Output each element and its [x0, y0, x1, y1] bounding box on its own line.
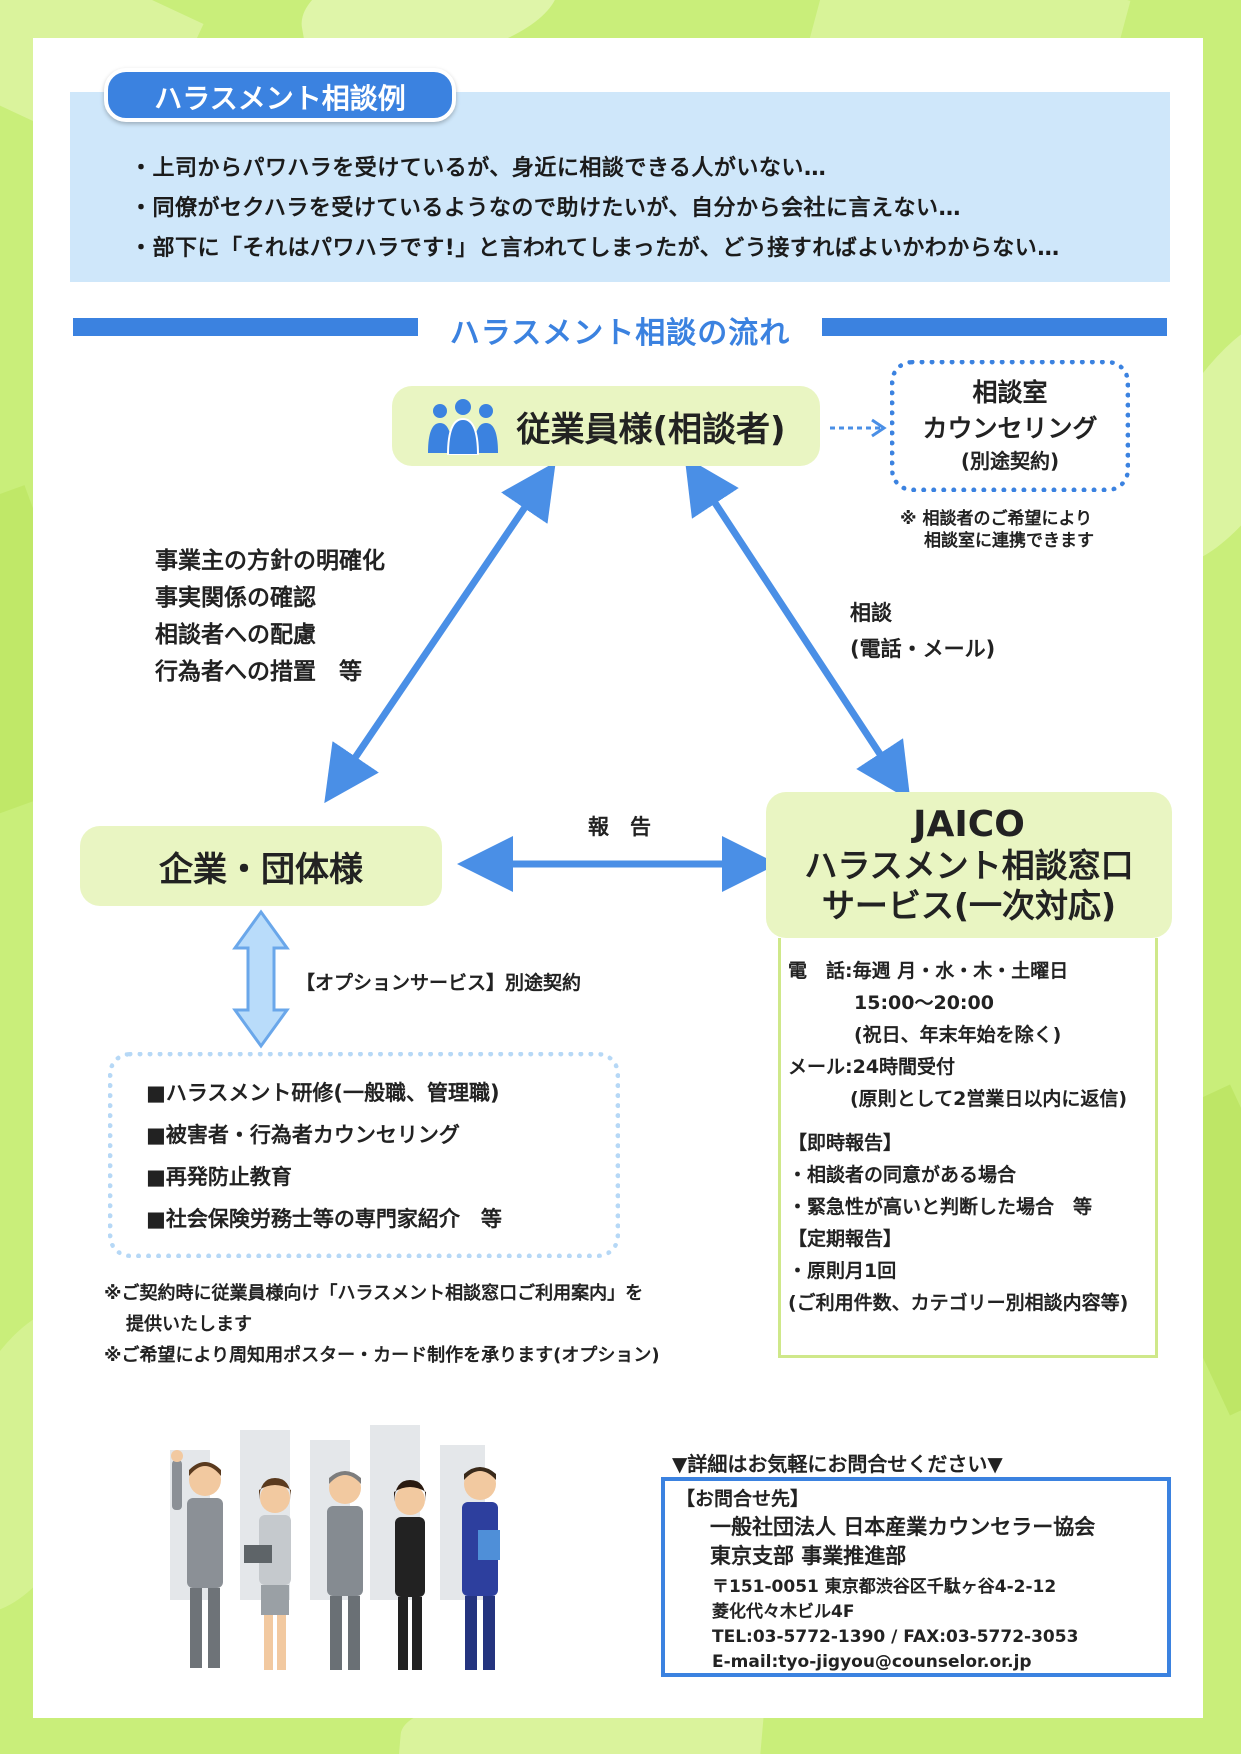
contact-address2: 菱化代々木ビル4F: [712, 1602, 855, 1622]
option-item: ■被害者・行為者カウンセリング: [146, 1123, 460, 1147]
examples-box: [70, 92, 1170, 282]
counseling-line: カウンセリング: [922, 414, 1098, 443]
counseling-text: 相談室 カウンセリング (別途契約): [890, 375, 1130, 475]
jaico-node: JAICO ハラスメント相談窓口 サービス(一次対応): [766, 792, 1172, 938]
contact-lead: ▼詳細はお気軽にお問合せください▼: [672, 1452, 1003, 1476]
company-node: 企業・団体様: [80, 826, 442, 906]
duty-item: 相談者への配慮: [155, 622, 316, 648]
options-box: [108, 1052, 620, 1258]
counseling-line: (別途契約): [960, 449, 1060, 473]
contact-title: 【お問合せ先】: [676, 1488, 810, 1510]
flow-title: ハラスメント相談の流れ: [449, 316, 791, 351]
note-line: ※ご契約時に従業員様向け「ハラスメント相談窓口ご利用案内」を: [104, 1283, 644, 1304]
company-label: 企業・団体様: [159, 849, 363, 890]
option-item: ■社会保険労務士等の専門家紹介 等: [146, 1207, 502, 1231]
counseling-note-line: ※ 相談者のご希望により: [900, 509, 1093, 529]
employee-label: 従業員様(相談者): [516, 409, 786, 450]
notes: ※ご契約時に従業員様向け「ハラスメント相談窓口ご利用案内」を 提供いたします ※…: [104, 1278, 660, 1371]
service-details-box: [778, 938, 1158, 1358]
contact-email[interactable]: E-mail:tyo-jigyou@counselor.or.jp: [712, 1652, 1032, 1672]
regular-title: 【定期報告】: [788, 1228, 903, 1250]
counseling-box: [890, 360, 1130, 492]
duty-item: 行為者への措置 等: [155, 659, 362, 685]
contact-details: 【お問合せ先】 一般社団法人 日本産業カウンセラー協会 東京支部 事業推進部 〒…: [676, 1485, 1095, 1675]
regular-item: ・原則月1回: [788, 1260, 897, 1282]
phone-note: (祝日、年末年始を除く): [854, 1024, 1062, 1046]
people-group-icon: [428, 399, 499, 455]
note-line: 提供いたします: [126, 1314, 252, 1335]
jaico-line: JAICO: [913, 804, 1025, 845]
duty-item: 事実関係の確認: [155, 585, 316, 611]
mail-head: メール:24時間受付: [788, 1056, 956, 1078]
example-line: ・上司からパワハラを受けているが、身近に相談できる人がいない…: [130, 156, 827, 181]
contact-dept: 東京支部 事業推進部: [710, 1544, 907, 1568]
option-double-arrow: [232, 909, 290, 1049]
service-details: 電 話:毎週 月・水・木・土曜日 15:00〜20:00 (祝日、年末年始を除く…: [788, 955, 1158, 1319]
report-label: 報 告: [588, 815, 651, 839]
contact-org: 一般社団法人 日本産業カウンセラー協会: [710, 1515, 1096, 1539]
contact-address1: 〒151-0051 東京都渋谷区千駄ヶ谷4-2-12: [712, 1577, 1057, 1597]
note-line: ※ご希望により周知用ポスター・カード制作を承ります(オプション): [104, 1345, 660, 1366]
jaico-line: サービス(一次対応): [821, 886, 1117, 925]
consult-label: 相談 (電話・メール): [850, 595, 995, 667]
heading-bar-right: [822, 318, 1167, 336]
immediate-item: ・緊急性が高いと判断した場合 等: [788, 1196, 1093, 1218]
example-line: ・部下に「それはパワハラです!」と言われてしまったが、どう接すればよいかわからな…: [130, 236, 1060, 261]
mail-note: (原則として2営業日以内に返信): [850, 1088, 1128, 1110]
arrow-employee-jaico: [684, 456, 911, 801]
immediate-title: 【即時報告】: [788, 1132, 903, 1154]
contact-tel: TEL:03-5772-1390 / FAX:03-5772-3053: [712, 1627, 1079, 1647]
option-item: ■ハラスメント研修(一般職、管理職): [146, 1081, 500, 1105]
consult-line: 相談: [850, 601, 892, 625]
phone-time: 15:00〜20:00: [854, 992, 994, 1014]
heading-bar-left: [73, 318, 418, 336]
examples-tag: ハラスメント相談例: [104, 68, 456, 122]
example-line: ・同僚がセクハラを受けているようなので助けたいが、自分から会社に言えない…: [130, 196, 961, 221]
business-people-illustration: [170, 1425, 500, 1670]
option-item: ■再発防止教育: [146, 1165, 292, 1189]
counseling-note-line: 相談室に連携できます: [924, 531, 1094, 551]
counseling-note: ※ 相談者のご希望により 相談室に連携できます: [900, 508, 1094, 552]
options-list: ■ハラスメント研修(一般職、管理職) ■被害者・行為者カウンセリング ■再発防止…: [146, 1072, 502, 1240]
immediate-item: ・相談者の同意がある場合: [788, 1164, 1017, 1186]
phone-head: 電 話:毎週 月・水・木・土曜日: [788, 960, 1069, 982]
duty-item: 事業主の方針の明確化: [155, 548, 385, 574]
jaico-line: ハラスメント相談窓口: [804, 846, 1134, 885]
consult-line: (電話・メール): [850, 637, 996, 661]
arrow-employer-employee: [324, 461, 556, 804]
option-label: 【オプションサービス】別途契約: [296, 972, 582, 994]
contact-box: [661, 1477, 1171, 1677]
arrow-to-counseling-head: [871, 418, 887, 438]
regular-item: (ご利用件数、カテゴリー別相談内容等): [788, 1292, 1129, 1314]
employee-node: 従業員様(相談者): [392, 386, 820, 466]
employer-duties: 事業主の方針の明確化 事実関係の確認 相談者への配慮 行為者への措置 等: [155, 543, 385, 691]
counseling-line: 相談室: [972, 378, 1048, 407]
